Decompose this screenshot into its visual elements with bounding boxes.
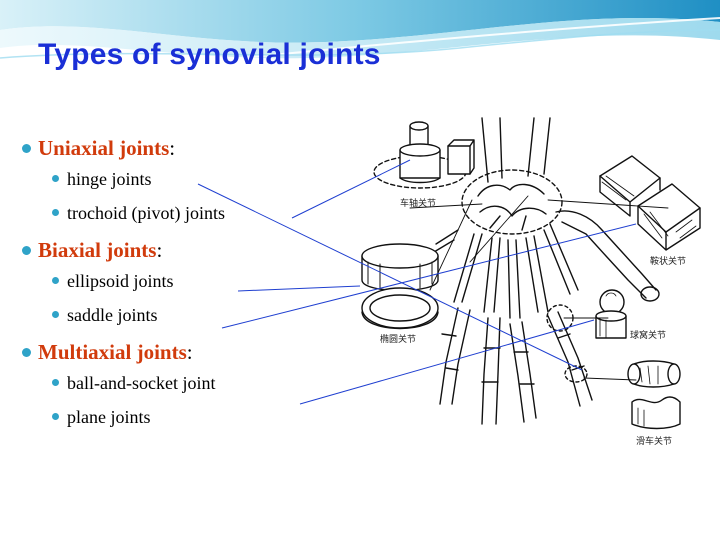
list-item-ellipsoid: ellipsoid joints [22,264,352,298]
hinge-joint-model [627,360,681,430]
caption-saddle-joint: 鞍状关节 [650,257,687,267]
bullet-dot-icon [52,379,59,386]
saddle-joint-model [599,155,701,251]
list-item-hinge: hinge joints [22,162,352,196]
list-item-label: saddle joints [67,305,158,325]
list-item-trochoid: trochoid (pivot) joints [22,196,352,230]
slide-title: Types of synovial joints [38,38,381,71]
bullet-dot-icon [52,277,59,284]
group-heading: Multiaxial joints [38,340,187,364]
list-item-label: ellipsoid joints [67,271,174,291]
hand-skeleton-illustration [361,117,701,430]
bullet-list: Uniaxial joints: hinge joints trochoid (… [22,134,352,434]
bullet-dot-icon [52,413,59,420]
heading-colon: : [169,136,176,160]
ball-and-socket-model [595,289,627,339]
list-item-label: ball-and-socket joint [67,373,216,393]
bullet-dot-icon [52,311,59,318]
heading-colon: : [156,238,163,262]
list-item-label: hinge joints [67,169,152,189]
bullet-dot-icon [22,348,31,357]
bullet-dot-icon [52,175,59,182]
list-item-saddle: saddle joints [22,298,352,332]
list-item-label: plane joints [67,407,151,427]
caption-ellipsoid-joint: 椭圆关节 [380,335,417,345]
hand-joints-figure: 车轴关节 椭圆关节 鞍状关节 球窝关节 滑车关节 [350,112,708,454]
heading-colon: : [186,340,193,364]
bullet-dot-icon [22,144,31,153]
group-multiaxial: Multiaxial joints: [22,338,352,366]
group-biaxial: Biaxial joints: [22,236,352,264]
pivot-joint-model [373,121,475,189]
ellipsoid-joint-model [361,243,439,330]
caption-hinge-joint: 滑车关节 [636,437,673,447]
group-heading: Biaxial joints [38,238,157,262]
bullet-dot-icon [22,246,31,255]
group-uniaxial: Uniaxial joints: [22,134,352,162]
list-item-plane: plane joints [22,400,352,434]
list-item-ball-and-socket: ball-and-socket joint [22,366,352,400]
bullet-dot-icon [52,209,59,216]
header-wave-banner [0,0,720,71]
list-item-label: trochoid (pivot) joints [67,203,225,223]
group-heading: Uniaxial joints [38,136,170,160]
caption-pivot-joint: 车轴关节 [400,199,437,209]
caption-ball-joint: 球窝关节 [630,331,667,341]
